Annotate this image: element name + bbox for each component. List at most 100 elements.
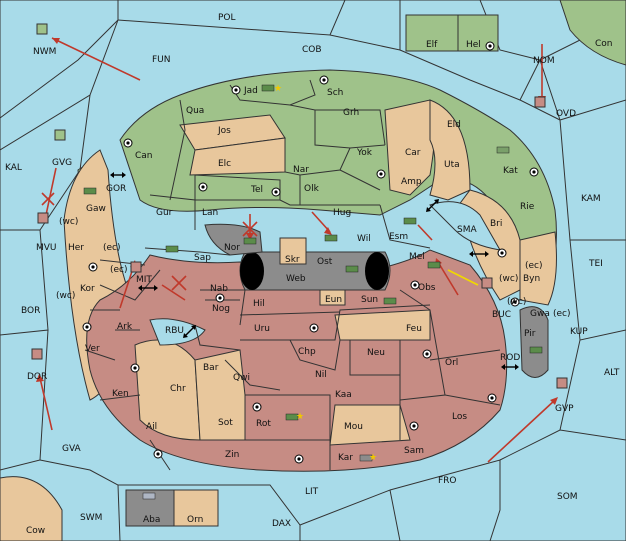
supply-center (510, 297, 520, 307)
army-unit[interactable] (345, 265, 359, 273)
fleet-unit[interactable] (534, 96, 546, 108)
label-neu: Neu (367, 348, 385, 358)
failed-order-x (41, 192, 55, 206)
units: ★ ★ ★ (31, 23, 568, 500)
label-los: Los (452, 412, 467, 422)
label-som: SOM (557, 492, 578, 502)
star-icon: ★ (274, 84, 282, 94)
supply-center (485, 41, 495, 51)
center-cap-east (365, 252, 389, 290)
label-wc-kor: (wc) (56, 291, 75, 301)
army-unit[interactable] (529, 346, 543, 354)
supply-center (231, 85, 241, 95)
passage-arrow (138, 285, 158, 291)
label-sch: Sch (327, 88, 343, 98)
label-buc: BUC (492, 310, 511, 320)
fleet-unit[interactable] (496, 146, 510, 154)
fleet-unit[interactable] (481, 277, 493, 289)
label-chp: Chp (298, 347, 316, 357)
supply-center (410, 280, 420, 290)
province-orn[interactable] (173, 489, 219, 527)
label-her: Her (68, 243, 84, 253)
supply-center (376, 169, 386, 179)
fleet-unit[interactable] (54, 129, 66, 141)
army-unit[interactable] (261, 84, 275, 92)
fleet-unit[interactable] (359, 454, 373, 462)
province-cow[interactable] (0, 476, 63, 541)
label-swm: SWM (80, 513, 102, 523)
army-unit[interactable] (427, 261, 441, 269)
passage-arrows (110, 172, 519, 370)
army-unit[interactable] (383, 297, 397, 305)
label-eun: Eun (325, 295, 342, 305)
label-ec-byn: (ec) (525, 261, 543, 271)
label-pir: Pir (524, 329, 536, 339)
star-icon: ★ (369, 453, 377, 463)
label-jad: Jad (243, 86, 258, 96)
label-esm: Esm (389, 232, 408, 242)
fleet-unit[interactable] (36, 23, 48, 35)
label-bor: BOR (21, 306, 40, 316)
province-feu[interactable] (334, 309, 431, 341)
label-rot: Rot (256, 419, 271, 429)
army-unit[interactable] (243, 237, 257, 245)
fleet-unit[interactable] (37, 212, 49, 224)
label-kal: KAL (5, 163, 22, 173)
label-skr: Skr (285, 255, 300, 265)
supply-center (309, 323, 319, 333)
army-unit[interactable] (324, 234, 338, 242)
province-hel[interactable] (457, 14, 499, 52)
label-zin: Zin (225, 450, 239, 460)
province-skr[interactable] (279, 237, 307, 265)
supply-center (123, 138, 133, 148)
label-nab: Nab (210, 284, 228, 294)
army-unit[interactable] (285, 413, 299, 421)
fleet-unit[interactable] (130, 261, 142, 273)
label-dax: DAX (272, 519, 291, 529)
province-sot-bar[interactable] (194, 349, 246, 441)
label-gwa: Gwa (530, 309, 550, 319)
label-qwi: Qwi (233, 373, 250, 383)
fleet-unit[interactable] (31, 348, 43, 360)
label-lan: Lan (202, 208, 218, 218)
army-unit[interactable] (403, 217, 417, 225)
army-unit[interactable] (165, 245, 179, 253)
supply-center (153, 449, 163, 459)
label-olk: Olk (304, 184, 320, 194)
province-pir[interactable] (519, 306, 549, 378)
label-ail: Ail (146, 422, 157, 432)
passage-arrow (426, 199, 439, 212)
supply-center (198, 182, 208, 192)
province-mou[interactable] (329, 404, 411, 446)
star-icon: ★ (296, 412, 304, 422)
label-fro: FRO (438, 476, 457, 486)
label-wc-byn: (wc) (499, 274, 518, 284)
supply-center (215, 293, 225, 303)
province-byn[interactable] (519, 231, 557, 306)
label-orl: Orl (445, 358, 458, 368)
fleet-unit[interactable] (556, 377, 568, 389)
move-arrow (51, 37, 141, 81)
label-car: Car (405, 148, 421, 158)
fleet-unit[interactable] (142, 492, 156, 500)
label-sun: Sun (361, 295, 378, 305)
passage-arrow (183, 325, 196, 338)
label-nog: Nog (212, 304, 230, 314)
passage-arrow (501, 364, 519, 370)
label-eld: Eld (447, 120, 461, 130)
army-unit[interactable] (83, 187, 97, 195)
label-nar: Nar (293, 165, 309, 175)
channel-sma (429, 201, 501, 251)
label-mit: MIT (136, 275, 152, 285)
label-kaa: Kaa (335, 390, 352, 400)
channel-rbu (149, 318, 206, 346)
label-lit: LIT (305, 487, 319, 497)
label-pol: POL (218, 13, 236, 23)
label-aba: Aba (143, 515, 160, 525)
failed-order-x (171, 275, 187, 291)
label-gvp: GVP (555, 404, 574, 414)
label-gur: Gur (156, 208, 173, 218)
label-bri: Bri (490, 219, 502, 229)
